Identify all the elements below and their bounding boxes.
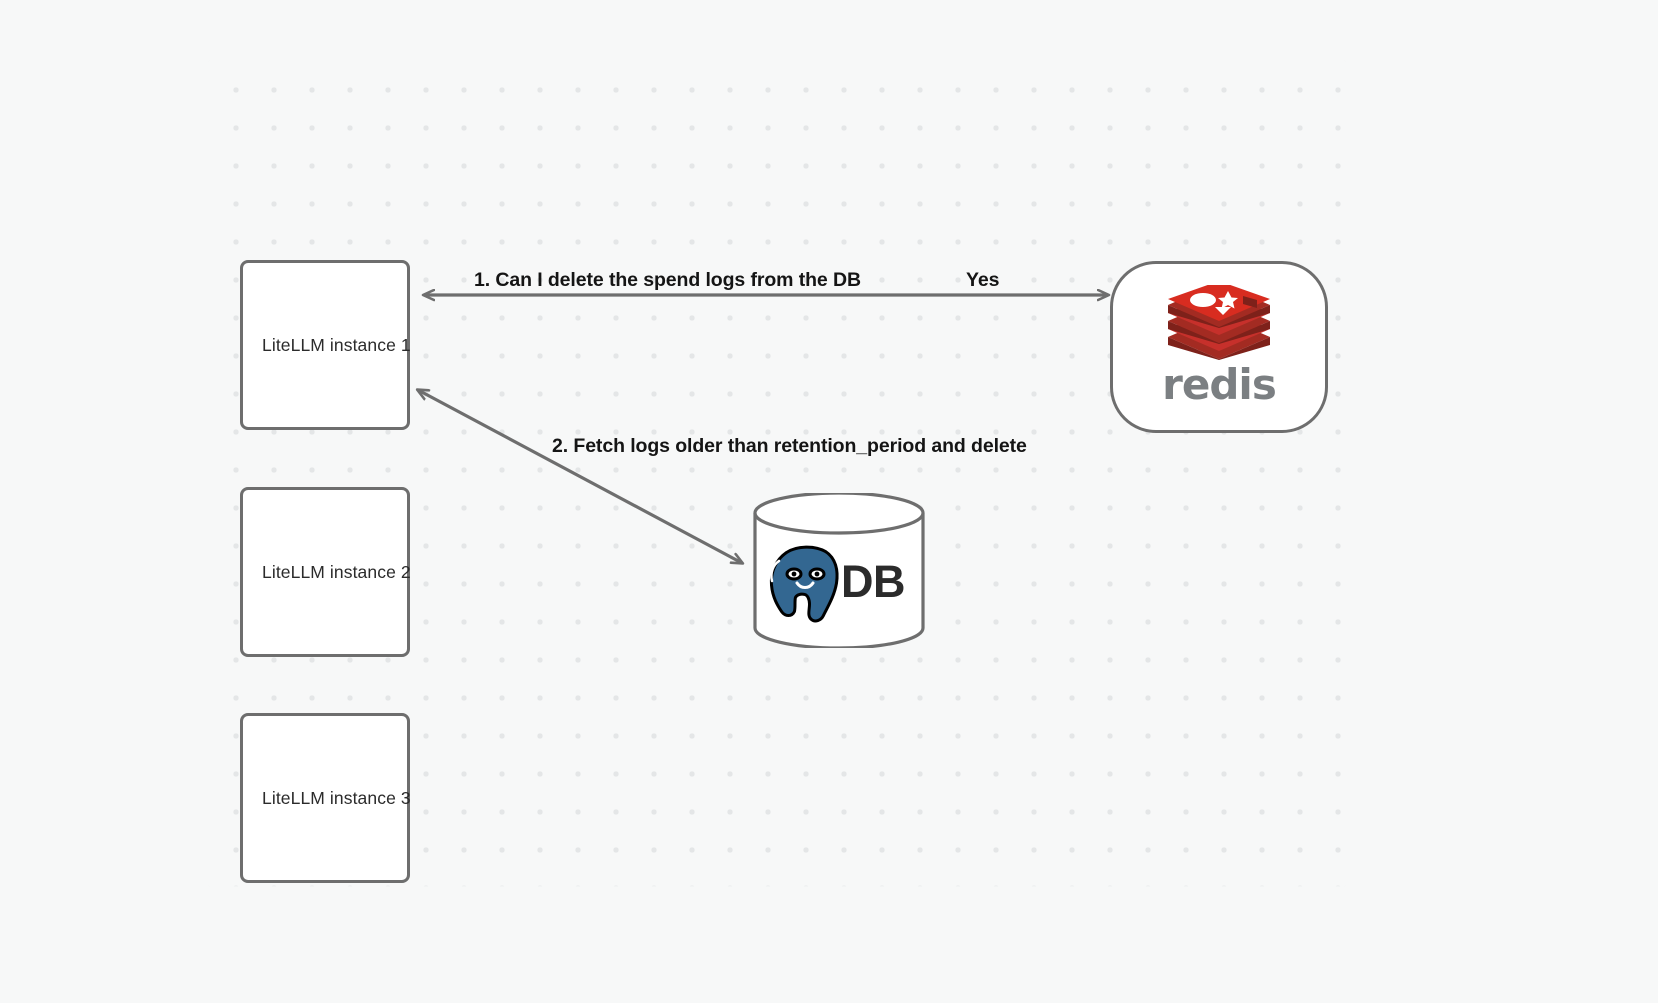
redis-logo-wrap: redis: [1162, 284, 1277, 409]
node-litellm-instance-3[interactable]: LiteLLM instance 3: [240, 713, 411, 883]
redis-wordmark: redis: [1162, 359, 1277, 409]
node-litellm-instance-3-label: LiteLLM instance 3: [262, 787, 411, 808]
edge-label-1: 1. Can I delete the spend logs from the …: [474, 269, 861, 291]
node-litellm-instance-1[interactable]: LiteLLM instance 1: [240, 260, 411, 430]
node-database[interactable]: DB: [753, 491, 925, 650]
postgresql-elephant-icon: [769, 545, 839, 623]
edge-litellm1-db: [418, 390, 742, 563]
redis-icon: [1167, 284, 1270, 360]
node-redis[interactable]: redis: [1110, 261, 1328, 433]
node-litellm-instance-1-label: LiteLLM instance 1: [262, 334, 411, 355]
edge-label-2: 2. Fetch logs older than retention_perio…: [552, 435, 1027, 457]
edge-label-1-answer: Yes: [966, 269, 1000, 291]
node-litellm-instance-2-label: LiteLLM instance 2: [262, 561, 411, 582]
node-litellm-instance-2[interactable]: LiteLLM instance 2: [240, 487, 411, 657]
database-label: DB: [841, 556, 906, 607]
